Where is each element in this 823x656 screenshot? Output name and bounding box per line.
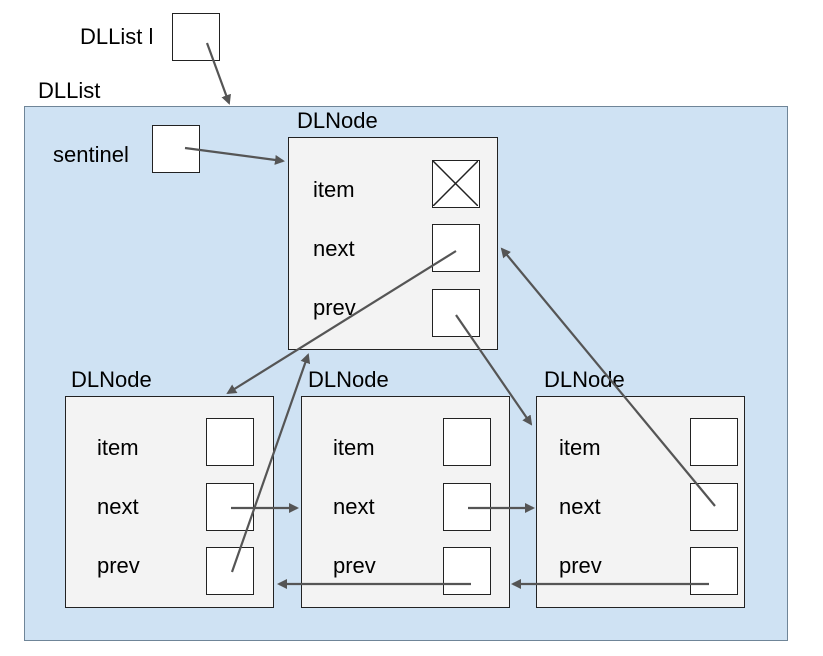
- next-pointer-box: [690, 483, 738, 531]
- variable-pointer-box: [172, 13, 220, 61]
- prev-pointer-box: [690, 547, 738, 595]
- field-label-item: item: [559, 435, 601, 460]
- field-label-next: next: [313, 236, 355, 261]
- field-label-item: item: [333, 435, 375, 460]
- field-label-prev: prev: [559, 553, 602, 578]
- prev-pointer-box: [206, 547, 254, 595]
- x-box-icon: [432, 160, 480, 208]
- dlnode-2: item next prev: [301, 396, 510, 608]
- node-title: DLNode: [544, 367, 625, 392]
- field-label-prev: prev: [333, 553, 376, 578]
- prev-pointer-box: [443, 547, 491, 595]
- sentinel-node: item next prev: [288, 137, 498, 350]
- field-label-next: next: [97, 494, 139, 519]
- prev-pointer-box: [432, 289, 480, 337]
- sentinel-pointer-box: [152, 125, 200, 173]
- field-label-prev: prev: [313, 295, 356, 320]
- dlnode-1: item next prev: [65, 396, 274, 608]
- field-label-item: item: [97, 435, 139, 460]
- field-label-prev: prev: [97, 553, 140, 578]
- node-title: DLNode: [308, 367, 389, 392]
- variable-label: DLList l: [80, 24, 154, 49]
- next-pointer-box: [432, 224, 480, 272]
- dlnode-3: item next prev: [536, 396, 745, 608]
- sentinel-label: sentinel: [53, 142, 129, 167]
- item-box: [206, 418, 254, 466]
- next-pointer-box: [443, 483, 491, 531]
- field-label-item: item: [313, 177, 355, 202]
- field-label-next: next: [333, 494, 375, 519]
- item-box: [443, 418, 491, 466]
- dllist-label: DLList: [38, 78, 101, 103]
- next-pointer-box: [206, 483, 254, 531]
- field-label-next: next: [559, 494, 601, 519]
- node-title: DLNode: [71, 367, 152, 392]
- item-box: [690, 418, 738, 466]
- node-title: DLNode: [297, 108, 378, 133]
